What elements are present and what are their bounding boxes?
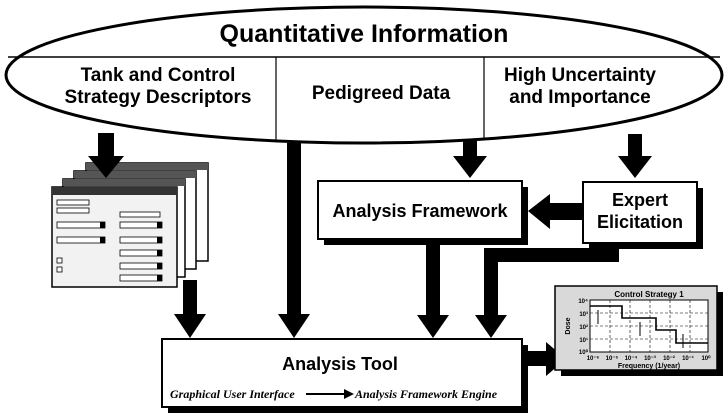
section-tank-line1: Tank and Control (81, 65, 236, 86)
chart-x-tick: 10⁻⁶ (587, 356, 600, 362)
analysis-tool-box (161, 338, 528, 413)
expert-elicitation-box (582, 181, 703, 249)
section-tank-line2: Strategy Descriptors (65, 87, 252, 108)
chart-x-tick: 10⁻³ (644, 355, 656, 362)
control-strategy-chart (554, 285, 723, 376)
chart-y-tick: 10² (579, 324, 588, 331)
analysis-framework-label: Analysis Framework (332, 201, 508, 221)
ellipse-title: Quantitative Information (220, 20, 509, 48)
chart-x-ticks: 10⁻⁶ 10⁻⁵ 10⁻⁴ 10⁻³ 10⁻² 10⁻¹ 10⁰ (587, 355, 711, 362)
chart-x-tick: 10⁰ (701, 355, 711, 362)
gui-label: Graphical User Interface (170, 387, 295, 401)
chart-x-tick: 10⁻⁵ (606, 356, 619, 362)
analysis-tool-label: Analysis Tool (282, 354, 398, 374)
arrow-framework-to-analysis-tool (417, 245, 449, 338)
chart-ylabel: Dose (565, 317, 572, 334)
chart-y-ticks: 10⁴ 10³ 10² 10¹ 10⁰ (578, 299, 588, 356)
chart-x-tick: 10⁻¹ (682, 355, 694, 362)
engine-label: Analysis Framework Engine (354, 387, 498, 401)
chart-y-tick: 10¹ (579, 337, 588, 344)
chart-title: Control Strategy 1 (614, 290, 684, 299)
section-pedigreed-data: Pedigreed Data (312, 83, 451, 104)
expert-elicitation-line1: Expert (612, 190, 668, 210)
section-high-uncertainty-line2: and Importance (509, 87, 650, 108)
chart-x-tick: 10⁻⁴ (625, 356, 638, 362)
arrow-expert-to-analysis-framework (528, 194, 583, 229)
expert-elicitation-line2: Elicitation (597, 212, 683, 232)
gui-to-engine-arrow (306, 389, 354, 399)
arrow-windows-to-analysis-tool (174, 280, 206, 338)
arrow-high-uncertainty-to-expert (618, 134, 652, 178)
section-high-uncertainty-line1: High Uncertainty (504, 65, 656, 86)
chart-xlabel: Frequency (1/year) (618, 363, 680, 370)
stacked-windows-icon (51, 162, 209, 288)
chart-y-tick: 10³ (579, 311, 588, 318)
analysis-framework-box (317, 180, 528, 245)
chart-y-tick: 10⁰ (579, 349, 589, 356)
quantitative-information-ellipse (4, 5, 724, 145)
chart-x-tick: 10⁻² (663, 355, 675, 362)
arrow-tank-to-windows (88, 133, 124, 178)
chart-y-tick: 10⁴ (578, 299, 588, 305)
arrow-pedigreed-to-analysis-tool (278, 143, 310, 338)
arrow-expert-to-analysis-tool (475, 248, 619, 338)
arrow-ellipse-to-analysis-framework (453, 140, 487, 178)
